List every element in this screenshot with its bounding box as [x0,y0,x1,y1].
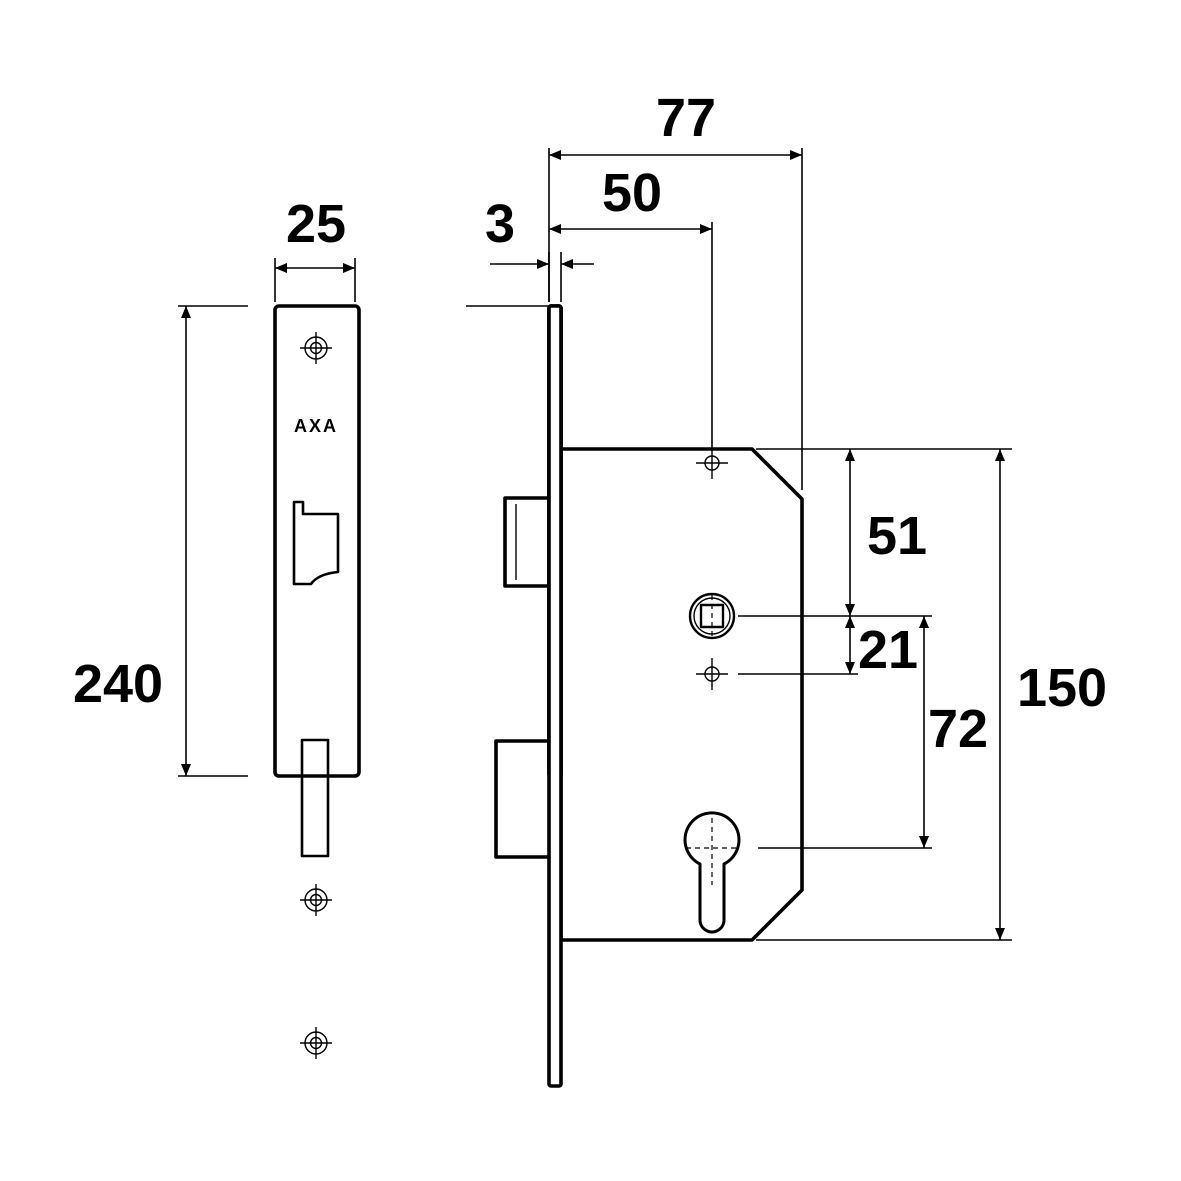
forend-plate [273,304,361,778]
dimension-label-51: 51 [867,506,927,566]
dimension-forend-height: 240 [73,305,248,777]
dimension-label-3: 3 [485,194,515,254]
dimension-label-150: 150 [1017,658,1107,718]
lock-case [559,447,804,942]
deadbolt [494,739,553,859]
dimension-label-240: 240 [73,654,163,714]
dimension-label-50: 50 [602,163,662,223]
screw-hole-middle [300,884,332,916]
dimension-label-25: 25 [286,194,346,254]
brand-logo: AXA [294,416,338,436]
dimension-case-depth: 77 [549,88,803,490]
fixing-hole-top [696,447,728,479]
dimension-backset: 50 [548,148,713,450]
dimension-label-77: 77 [656,88,716,148]
dimension-label-72: 72 [928,699,988,759]
dimension-forend-width: 25 [274,194,356,302]
dimension-forend-thickness: 3 [466,194,594,307]
extension-lines-right [738,448,1012,941]
deadbolt-opening [300,738,330,858]
dimension-centre-distance: 72 [919,616,988,848]
screw-hole-bottom [300,1027,332,1059]
dimension-case-height: 150 [995,449,1107,940]
latch-bolt [503,496,553,588]
dimension-label-21: 21 [858,620,918,680]
screw-hole-top [300,332,332,364]
lock-side-view [494,304,804,1088]
dimension-follower-to-hole: 21 [845,616,918,680]
dimension-follower-to-top: 51 [845,449,927,616]
follower-spindle-hole [688,592,736,640]
forend-front-view: AXA [273,304,361,1059]
fixing-hole-lower [696,658,728,690]
latch-bolt-opening [292,500,340,586]
